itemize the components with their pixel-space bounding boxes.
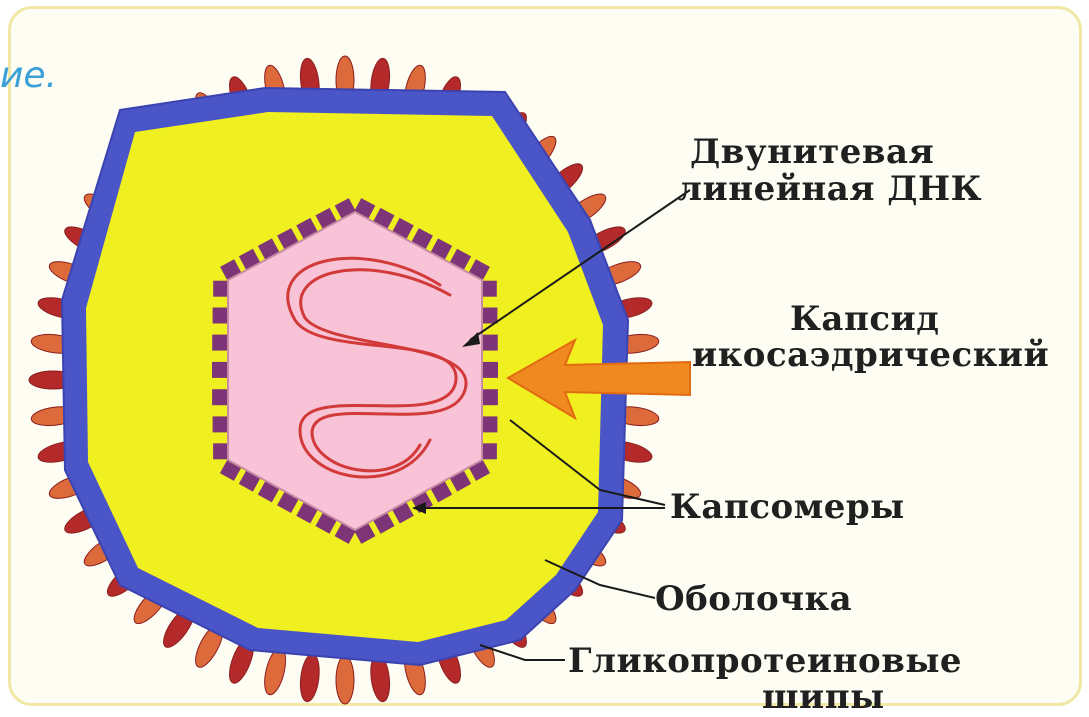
capsomere <box>212 335 228 351</box>
capsomere <box>481 308 497 324</box>
label-capsid-line1: Капсид <box>790 302 939 336</box>
capsomere <box>212 362 228 378</box>
label-dna-line2: линейная ДНК <box>678 172 982 206</box>
label-capsomeres: Капсомеры <box>670 490 905 524</box>
capsomere <box>481 416 497 432</box>
capsomere <box>213 308 229 324</box>
label-dna-line1: Двунитевая <box>690 135 934 169</box>
glycoprotein-spike <box>336 656 354 704</box>
label-envelope: Оболочка <box>655 582 852 616</box>
label-spikes-line2: шипы <box>762 680 885 714</box>
glycoprotein-spike <box>298 653 322 703</box>
label-spikes-line1: Гликопротеиновые <box>568 644 962 678</box>
capsomere <box>213 416 229 432</box>
capsomere <box>482 335 498 351</box>
capsomere <box>213 281 229 297</box>
capsomere <box>481 281 497 297</box>
capsomere <box>213 443 229 459</box>
capsomere <box>482 389 498 405</box>
label-capsid-line2: икосаэдрический <box>692 338 1049 372</box>
capsomere <box>481 443 497 459</box>
capsomere <box>212 389 228 405</box>
capsomere <box>482 362 498 378</box>
